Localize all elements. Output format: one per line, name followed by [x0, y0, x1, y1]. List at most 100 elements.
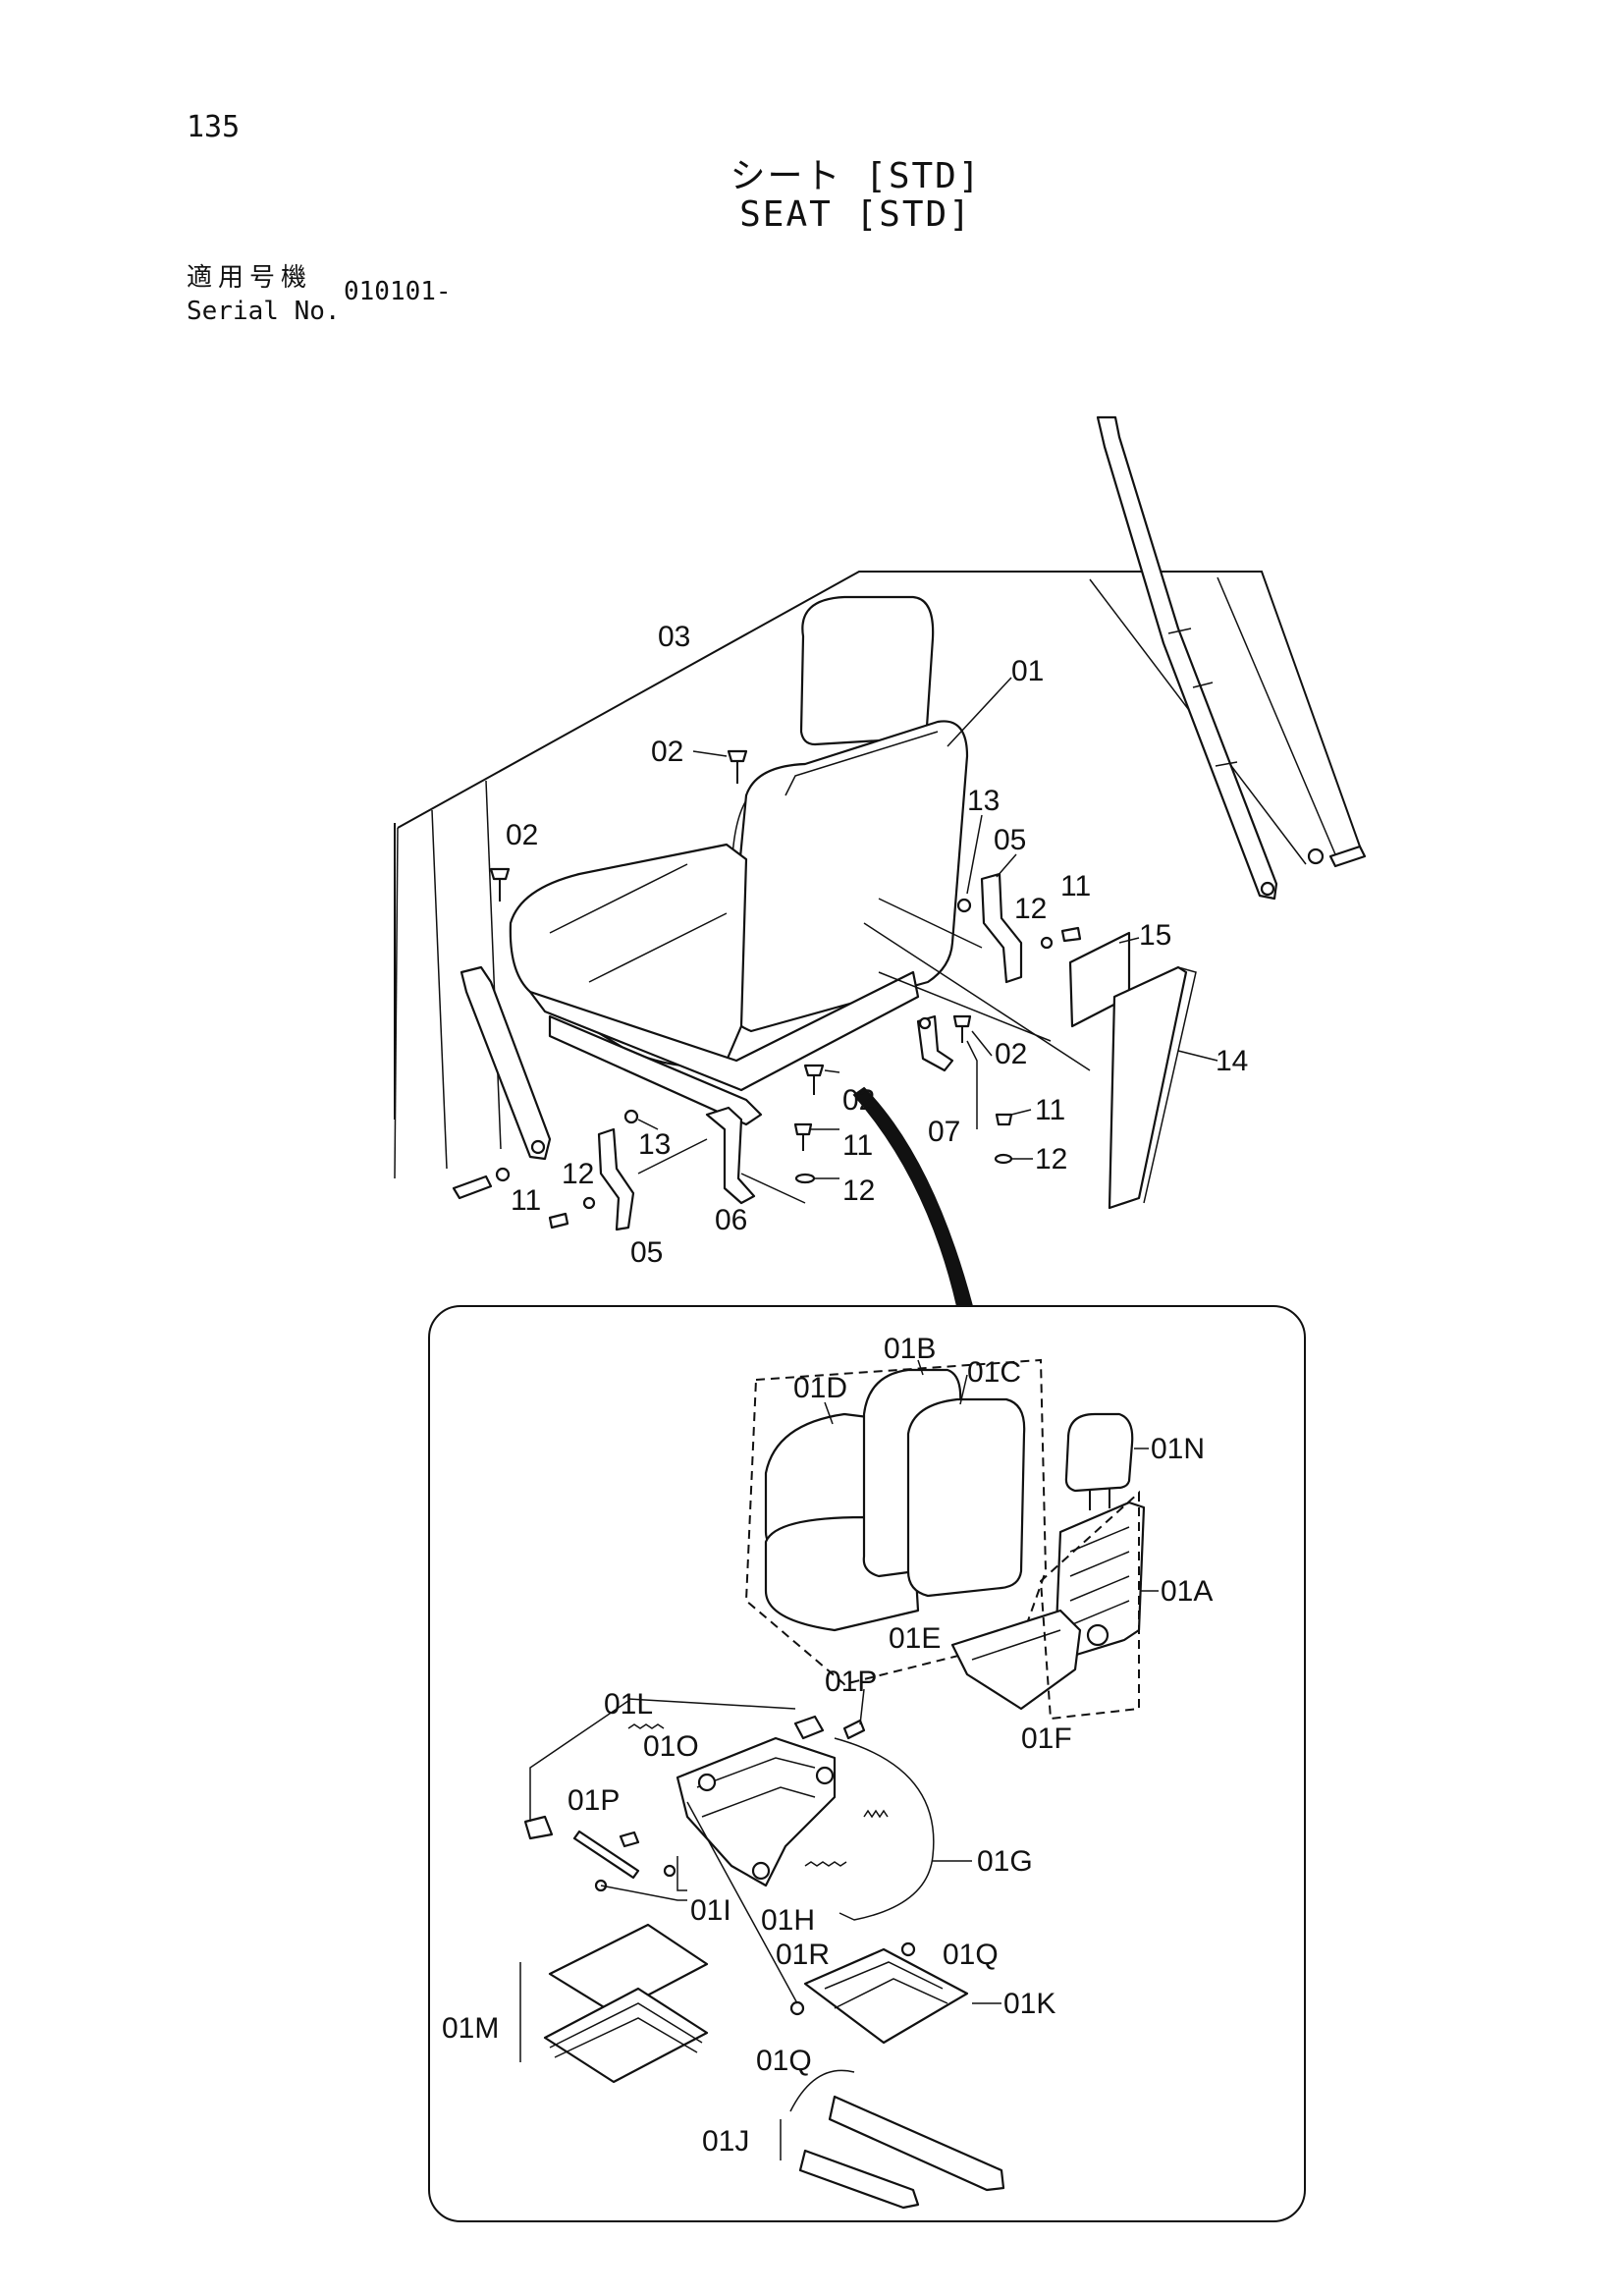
rail-link-bar — [789, 2069, 855, 2112]
bolt-11-mid — [793, 1122, 813, 1136]
label-15: 15 — [1139, 919, 1171, 952]
label-03: 03 — [658, 621, 690, 653]
label-11-mid: 11 — [842, 1129, 873, 1162]
leader-05a — [996, 853, 1017, 878]
backrest-seam — [784, 731, 939, 796]
label-02-left: 02 — [506, 819, 538, 851]
part-01G-cable — [834, 1737, 935, 1921]
leader-01B — [917, 1359, 924, 1376]
spring-01H-3 — [627, 1723, 665, 1729]
leader-11b — [1010, 1109, 1032, 1116]
label-11-right-low: 11 — [1035, 1094, 1065, 1126]
washer-13-right — [956, 898, 972, 913]
leader-01L-top — [627, 1698, 796, 1710]
bracket-07 — [916, 1014, 954, 1072]
label-01P-right: 01P — [825, 1666, 877, 1698]
leader-01I-1 — [676, 1856, 687, 1891]
bolt-02-07 — [952, 1014, 972, 1028]
bracket-left-1 — [394, 827, 399, 1179]
part-01L-block-2 — [523, 1815, 554, 1840]
frame-pivot-1 — [1086, 1623, 1109, 1647]
serial-label-ja: 適用号機 — [187, 263, 313, 293]
part-01M-upper — [548, 1923, 709, 2015]
cushion-seam-1 — [549, 863, 688, 934]
detail-frame — [428, 1305, 1306, 2222]
cushion-seam-2 — [588, 912, 728, 983]
label-01C: 01C — [967, 1356, 1021, 1389]
leader-01I-2 — [600, 1885, 687, 1901]
upholstery-group-outline — [744, 1358, 1048, 1686]
label-02-right: 02 — [995, 1038, 1027, 1070]
mechanism-pivot-3 — [751, 1861, 771, 1881]
bracket-05-right — [980, 872, 1023, 984]
seat-belt-right — [1096, 415, 1278, 901]
frame-group-outline — [1039, 1490, 1140, 1721]
label-12-right-low: 12 — [1035, 1143, 1067, 1175]
part-01K-rail-plate — [803, 1947, 969, 2045]
part-01F-pan — [950, 1609, 1082, 1711]
label-01K: 01K — [1003, 1988, 1055, 2020]
label-01D: 01D — [793, 1372, 847, 1404]
part-01I-pin-1 — [663, 1864, 676, 1878]
serial-value: 010101- — [344, 277, 452, 306]
leader-01D — [824, 1401, 834, 1425]
bracket-left-2 — [431, 809, 448, 1170]
label-07: 07 — [928, 1116, 960, 1148]
seat-belt-left — [460, 965, 552, 1161]
label-01: 01 — [1011, 655, 1044, 687]
label-06: 06 — [715, 1204, 747, 1236]
page-number: 135 — [187, 110, 241, 144]
washer-13-left — [623, 1109, 639, 1124]
washer-12-mid — [794, 1173, 816, 1184]
cover-14 — [1108, 965, 1188, 1210]
part-01M-lower — [543, 1987, 709, 2084]
bolt-01P-right — [842, 1719, 866, 1740]
pad-layers — [549, 2002, 703, 2058]
label-12-right: 12 — [1014, 893, 1047, 925]
spring-01H-2 — [863, 1809, 889, 1819]
washer-01Q-left — [789, 2000, 805, 2016]
label-01J: 01J — [702, 2125, 749, 2158]
leader-06-line — [637, 1138, 708, 1175]
part-01O-mechanism — [676, 1736, 837, 1887]
label-01Q-left: 01Q — [756, 2045, 812, 2077]
label-01L: 01L — [604, 1688, 653, 1721]
headrest — [799, 595, 935, 746]
part-01J-rail-lower — [798, 2149, 920, 2210]
part-01J-rail-upper — [828, 2095, 1005, 2192]
label-02-top: 02 — [651, 736, 683, 768]
bolt-02-top — [727, 749, 748, 784]
label-01H: 01H — [761, 1904, 815, 1937]
seat-rail — [548, 1014, 763, 1126]
label-14: 14 — [1216, 1045, 1248, 1077]
label-01R: 01R — [776, 1939, 830, 1971]
page-title-en: SEAT [STD] — [739, 194, 972, 235]
leader-13b — [637, 1119, 659, 1130]
part-01C-back-cover — [906, 1397, 1026, 1598]
bolt-02-bottom — [803, 1064, 825, 1077]
label-01I: 01I — [690, 1894, 731, 1927]
leader-02a — [692, 750, 728, 757]
bolt-11-right-low — [995, 1113, 1013, 1126]
pan-inner — [971, 1629, 1061, 1661]
page-title-ja: シート [STD] — [730, 156, 982, 196]
serial-label-en: Serial No. — [187, 297, 341, 326]
detail-labels: 01B 01C 01D 01N 01A 01E 01F 01P 01L 01O … — [442, 1333, 1213, 2158]
bolt-11-left — [548, 1212, 569, 1230]
label-01E: 01E — [889, 1622, 941, 1655]
cover-14-edge — [1143, 966, 1197, 1204]
bracket-05-left — [597, 1127, 635, 1231]
main-assembly — [394, 415, 1367, 1307]
washer-01Q-right — [900, 1941, 916, 1957]
bracket-left-3 — [485, 780, 502, 1150]
label-01O: 01O — [643, 1730, 699, 1763]
seat-base — [528, 970, 920, 1092]
leader-01 — [947, 677, 1012, 747]
washer-12-left — [582, 1196, 596, 1210]
label-01G: 01G — [977, 1845, 1033, 1878]
mount-line-3 — [878, 971, 1052, 1042]
bolt-01P-left — [619, 1831, 640, 1848]
mechanism-pivot-1 — [697, 1773, 717, 1792]
label-01N: 01N — [1151, 1433, 1205, 1465]
